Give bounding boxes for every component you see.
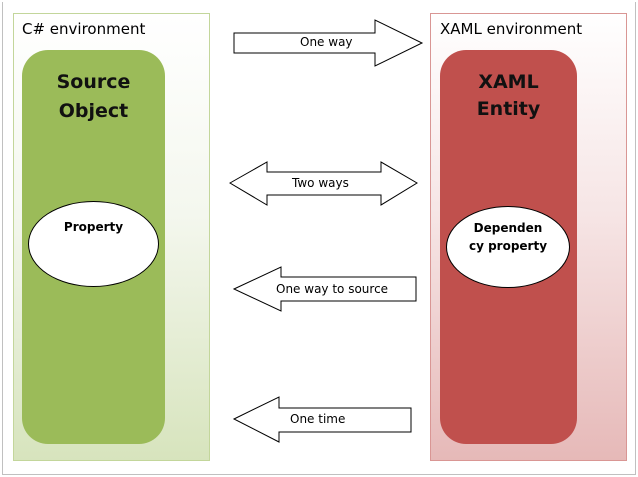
source-object-title-line2: Object	[58, 100, 129, 122]
xaml-environment-title: XAML environment	[440, 20, 583, 38]
one-time-label: One time	[290, 412, 346, 426]
one-way-to-source-arrow	[232, 266, 417, 312]
xaml-entity-title-line1: XAML	[478, 71, 539, 93]
two-ways-arrow	[229, 161, 418, 206]
dependency-property-label-line2: cy property	[468, 239, 548, 253]
xaml-entity-title-line2: Entity	[476, 98, 541, 120]
one-way-label: One way	[300, 35, 353, 49]
property-label: Property	[63, 220, 124, 234]
dependency-property-ellipse: Dependen cy property	[446, 206, 570, 288]
two-ways-label: Two ways	[292, 176, 349, 190]
csharp-environment-title: C# environment	[22, 20, 146, 38]
source-object-title-line1: Source	[56, 71, 131, 93]
one-way-to-source-label: One way to source	[276, 282, 389, 296]
dependency-property-label-line1: Dependen	[473, 221, 543, 235]
one-time-arrow	[232, 396, 412, 443]
property-ellipse: Property	[28, 201, 159, 287]
one-way-arrow	[233, 19, 424, 67]
